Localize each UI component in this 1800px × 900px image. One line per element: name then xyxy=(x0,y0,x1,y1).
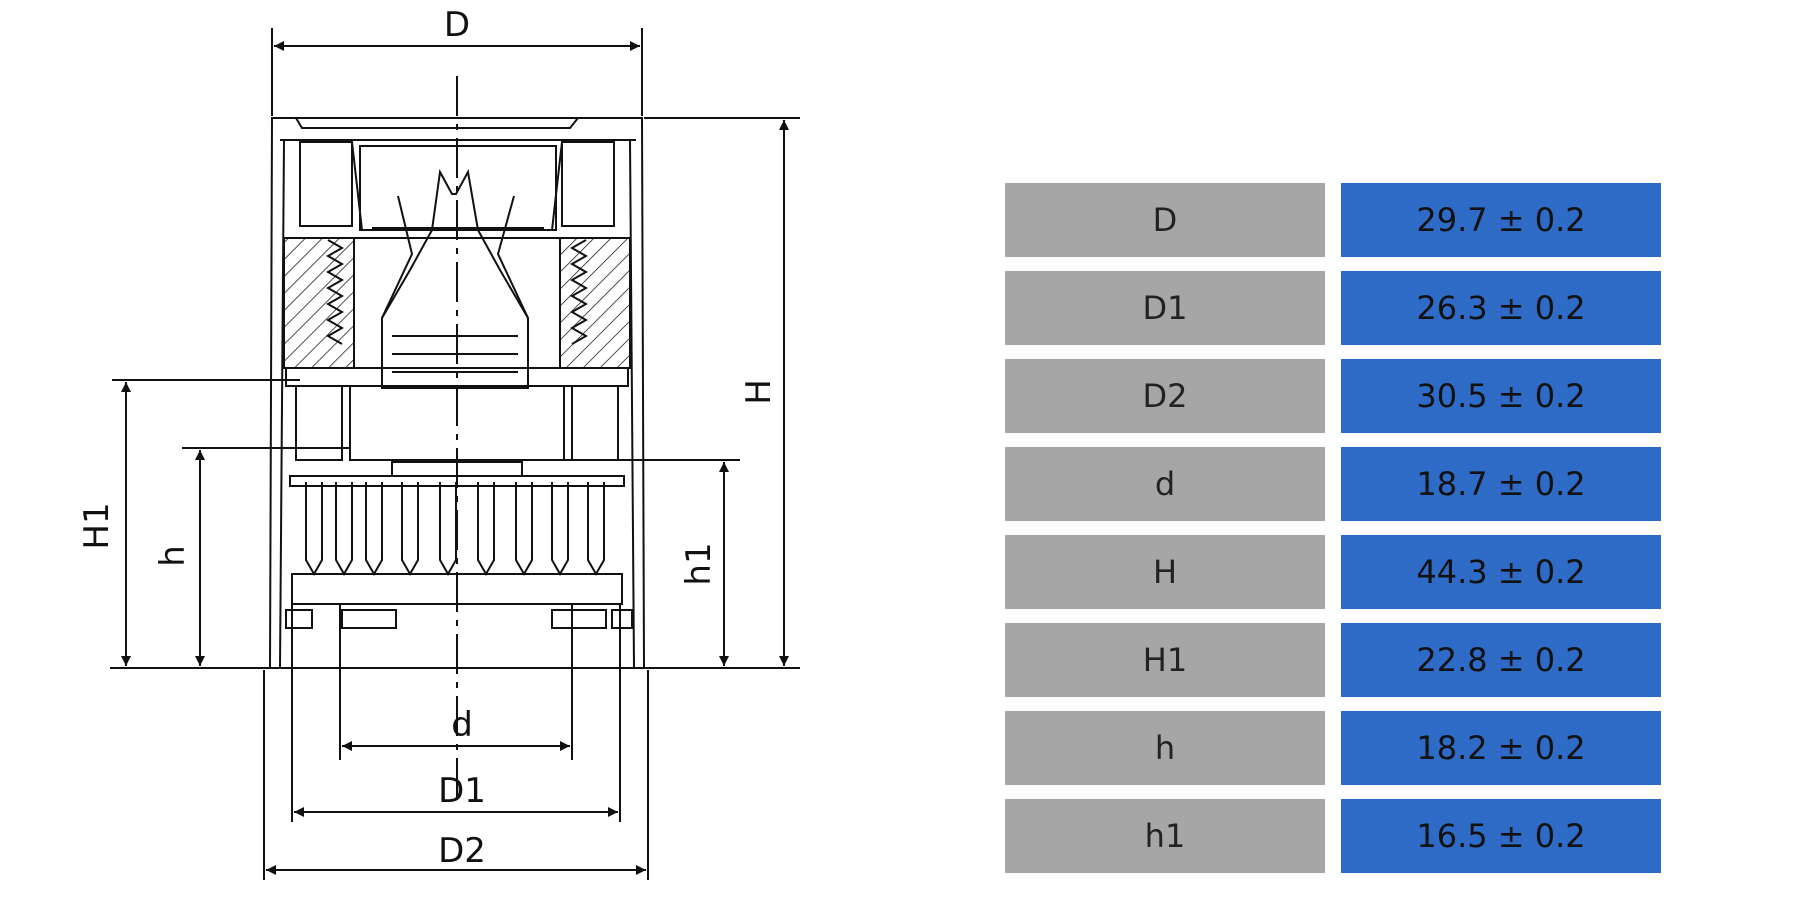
label-H: H xyxy=(739,379,779,405)
spec-value-cell: 22.8 ± 0.2 xyxy=(1341,623,1661,697)
cell-gap xyxy=(1325,711,1341,785)
spec-key-cell: D2 xyxy=(1005,359,1325,433)
label-h: h xyxy=(153,545,193,567)
central-spout xyxy=(381,168,529,389)
cell-gap xyxy=(1325,183,1341,257)
spec-value-cell: 18.7 ± 0.2 xyxy=(1341,447,1661,521)
spec-key-cell: H xyxy=(1005,535,1325,609)
label-D: D xyxy=(444,5,470,45)
cell-gap xyxy=(1325,799,1341,873)
tamper-band-fingers xyxy=(305,482,605,577)
thread-left xyxy=(325,239,345,345)
cell-gap xyxy=(1325,359,1341,433)
cell-gap xyxy=(1325,535,1341,609)
spec-key-cell: D1 xyxy=(1005,271,1325,345)
spec-value-cell: 30.5 ± 0.2 xyxy=(1341,359,1661,433)
spec-value-cell: 44.3 ± 0.2 xyxy=(1341,535,1661,609)
cell-gap xyxy=(1325,271,1341,345)
label-d: d xyxy=(451,705,473,745)
label-h1: h1 xyxy=(679,542,719,585)
spec-key-cell: H1 xyxy=(1005,623,1325,697)
spec-value-cell: 26.3 ± 0.2 xyxy=(1341,271,1661,345)
cap-technical-drawing: D d D1 D2 H H1 h h1 xyxy=(77,5,800,880)
label-D1: D1 xyxy=(438,771,486,811)
label-D2: D2 xyxy=(438,831,486,871)
cell-gap xyxy=(1325,447,1341,521)
cell-gap xyxy=(1325,623,1341,697)
spec-value-cell: 29.7 ± 0.2 xyxy=(1341,183,1661,257)
spec-value-cell: 18.2 ± 0.2 xyxy=(1341,711,1661,785)
spec-key-cell: h1 xyxy=(1005,799,1325,873)
spec-key-cell: D xyxy=(1005,183,1325,257)
thread-right xyxy=(569,239,589,345)
spec-key-cell: h xyxy=(1005,711,1325,785)
cap-top-ridge xyxy=(295,117,579,129)
spec-value-cell: 16.5 ± 0.2 xyxy=(1341,799,1661,873)
spec-key-cell: d xyxy=(1005,447,1325,521)
label-H1: H1 xyxy=(77,502,117,549)
